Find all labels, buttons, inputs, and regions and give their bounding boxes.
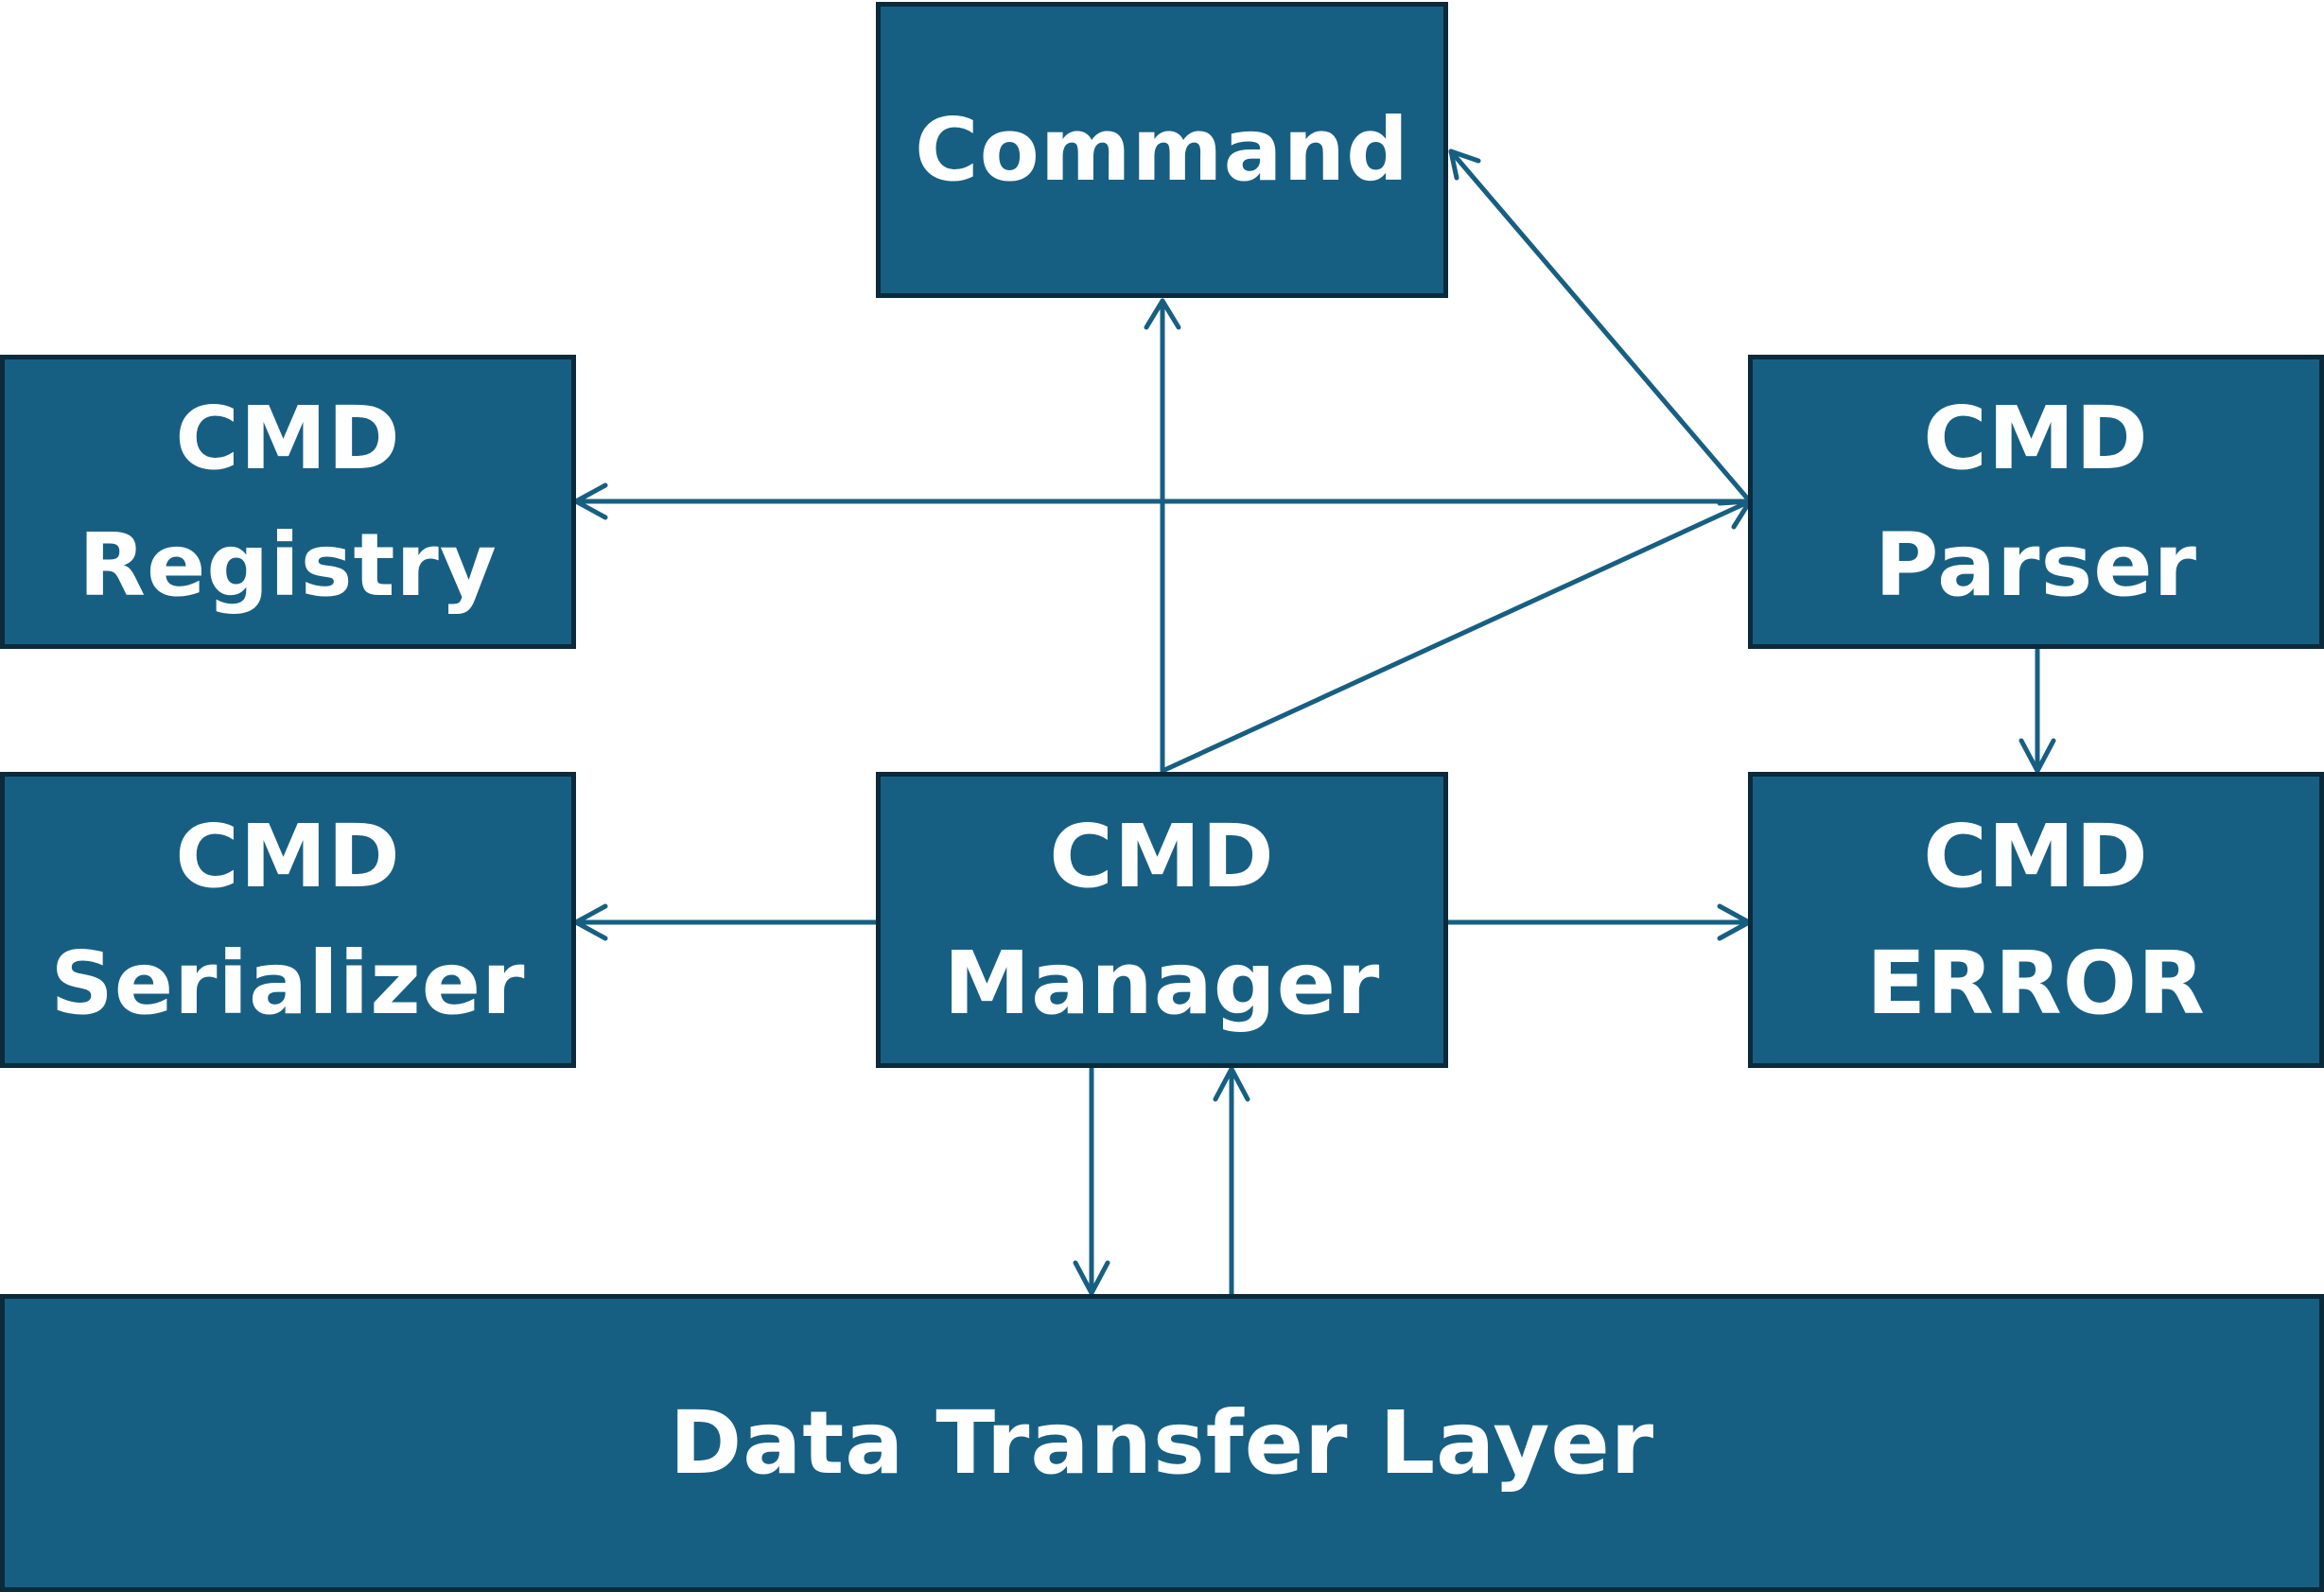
cmd-registry-line2: Registry: [79, 514, 498, 616]
command-label: Command: [915, 98, 1409, 201]
cmd-parser-node[interactable]: CMD Parser: [1748, 355, 2324, 649]
cmd-serializer-line1: CMD: [175, 805, 401, 907]
edge-data-transfer-to-manager: [1213, 1066, 1250, 1299]
cmd-parser-line2: Parser: [1875, 514, 2197, 616]
edge-manager-to-command: [1144, 298, 1181, 774]
edge-parser-to-registry: [573, 482, 1753, 520]
data-transfer-layer-label: Data Transfer Layer: [669, 1391, 1655, 1494]
edge-manager-to-parser: [1160, 499, 1753, 774]
cmd-error-node[interactable]: CMD ERROR: [1748, 772, 2324, 1068]
edge-parser-to-command: [1448, 149, 1753, 504]
cmd-manager-node[interactable]: CMD Manager: [876, 772, 1448, 1068]
cmd-error-line2: ERROR: [1866, 932, 2206, 1034]
cmd-manager-line1: CMD: [1049, 805, 1275, 907]
data-transfer-layer-node[interactable]: Data Transfer Layer: [0, 1294, 2324, 1592]
cmd-manager-line2: Manager: [943, 932, 1381, 1034]
edge-manager-to-serializer: [573, 903, 881, 941]
edge-parser-to-error: [2018, 645, 2056, 774]
edge-manager-to-data-transfer: [1073, 1066, 1110, 1296]
edge-manager-to-error: [1444, 903, 1752, 941]
cmd-error-line1: CMD: [1923, 805, 2149, 907]
cmd-registry-node[interactable]: CMD Registry: [0, 355, 576, 649]
cmd-registry-line1: CMD: [175, 387, 401, 489]
cmd-serializer-line2: Serializer: [50, 932, 526, 1034]
command-node[interactable]: Command: [876, 2, 1448, 298]
cmd-serializer-node[interactable]: CMD Serializer: [0, 772, 576, 1068]
cmd-parser-line1: CMD: [1923, 387, 2149, 489]
